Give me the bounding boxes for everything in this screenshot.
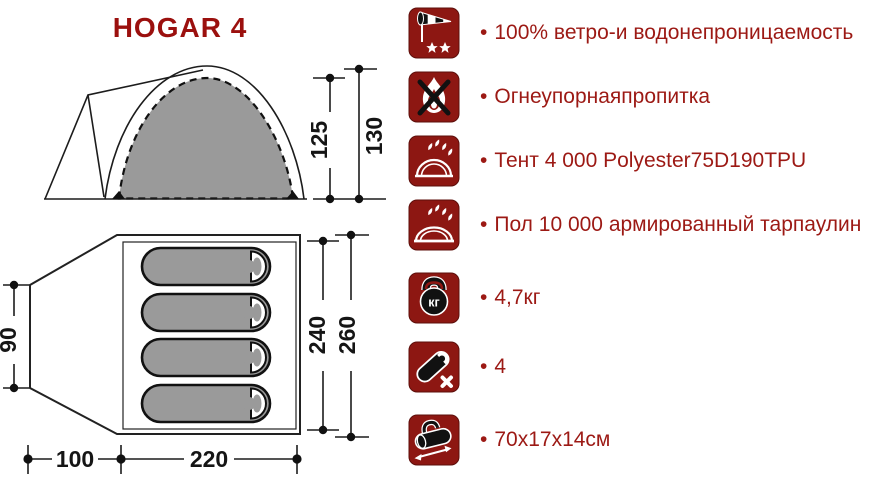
inner-tent-dome <box>117 76 295 200</box>
bullet: • <box>480 85 488 108</box>
windsock-icon <box>408 7 460 59</box>
feature-packed-size: • 70x17x14см <box>408 413 610 467</box>
feature-label: 4,7кг <box>494 286 541 309</box>
bullet: • <box>480 428 488 451</box>
sleeping-bag <box>140 246 272 287</box>
dim-outer-height: 130 <box>361 117 387 155</box>
tent-side-view <box>44 65 307 200</box>
sleeping-bag <box>140 292 272 333</box>
no-fire-icon <box>408 71 460 123</box>
bullet: • <box>480 21 488 44</box>
tent-rain-icon <box>408 135 460 187</box>
feature-label: 4 <box>494 355 507 378</box>
side-view-dimensions <box>313 64 386 204</box>
tent-diagram: 125 130 <box>0 64 387 474</box>
feature-label: 70x17x14см <box>494 428 611 451</box>
packed-size-icon <box>408 414 460 466</box>
bullet: • <box>480 213 488 236</box>
feature-windproof: • 100% ветро-и водонепроницаемость <box>408 6 853 60</box>
page-title: HOGAR 4 <box>112 12 248 43</box>
feature-tent-fabric: • Тент 4 000 Polyester75D190TPU <box>408 134 806 188</box>
tent-floor-plan: 90 240 260 100 220 <box>0 230 369 474</box>
feature-label: 100% ветро-и водонепроницаемость <box>494 21 854 44</box>
floor-rain-icon <box>408 199 460 251</box>
inner-tent-outline <box>122 241 297 430</box>
dim-inner-width: 220 <box>190 446 228 472</box>
kg-icon-label: кг <box>428 296 439 310</box>
outer-tent-dome <box>104 65 305 200</box>
bullet: • <box>480 355 488 378</box>
feature-weight: кг • 4,7кг <box>408 271 540 325</box>
feature-fireproof: • Огнеупорнаяпропитка <box>408 70 710 124</box>
floor-plan-dimensions <box>3 230 369 474</box>
weight-icon: кг <box>408 272 460 324</box>
feature-label: Пол 10 000 армированный тарпаулин <box>494 213 862 236</box>
feature-floor-fabric: • Пол 10 000 армированный тарпаулин <box>408 198 861 252</box>
feature-label: Огнеупорнаяпропитка <box>494 85 711 108</box>
size-arrow <box>414 445 452 461</box>
sleeping-bag <box>140 383 272 424</box>
sleeping-bag <box>140 337 272 378</box>
dim-inner-height: 125 <box>306 121 332 160</box>
dim-outer-length: 260 <box>334 316 360 354</box>
sleeping-bags <box>140 246 272 424</box>
bullet: • <box>480 286 488 309</box>
sleeping-bag-count-icon <box>408 341 460 393</box>
dim-inner-length: 240 <box>304 316 330 354</box>
dim-side-width: 90 <box>0 327 21 353</box>
dim-vestibule-depth: 100 <box>56 446 94 472</box>
feature-capacity: • 4 <box>408 340 506 394</box>
bullet: • <box>480 149 488 172</box>
feature-label: Тент 4 000 Polyester75D190TPU <box>494 149 807 172</box>
